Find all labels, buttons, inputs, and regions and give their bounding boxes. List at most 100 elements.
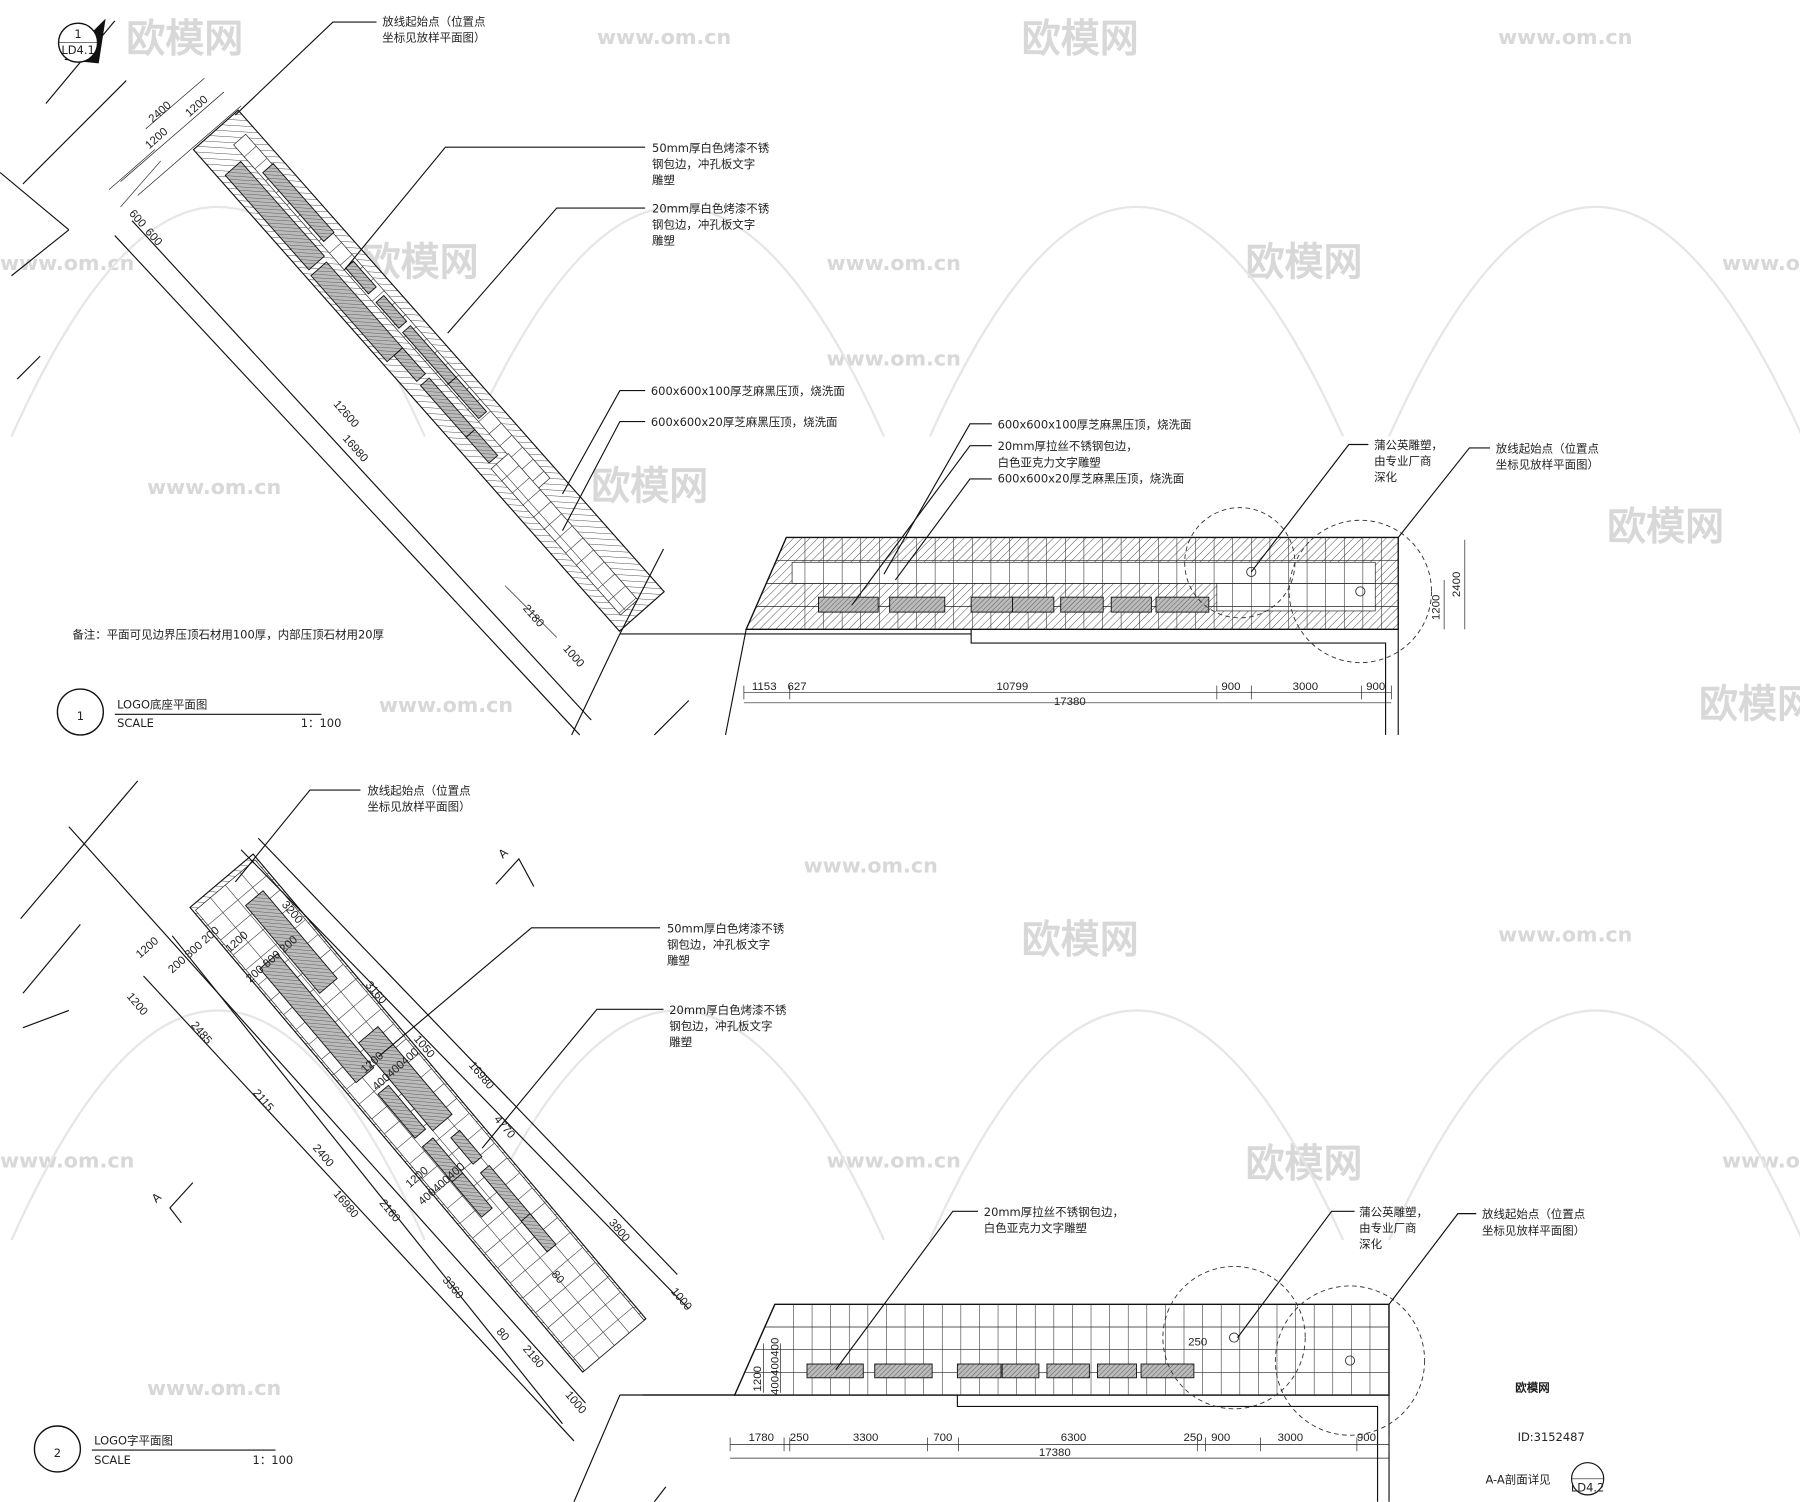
dimension-label: 1200: [124, 991, 150, 1018]
leader-line: [561, 420, 646, 531]
outline: [22, 923, 81, 994]
plan2-title: LOGO字平面图: [94, 1433, 173, 1447]
logo-letter-block: [1140, 1363, 1195, 1379]
logo-letter-block: [1046, 1363, 1090, 1379]
logo-letter-block: [393, 347, 427, 382]
outline: [956, 1395, 1379, 1502]
logo-letter-block: [1012, 596, 1055, 613]
callout-text: 钢包边，冲孔板文字: [667, 937, 770, 951]
dimension-label: 1200: [1431, 595, 1443, 621]
callout-text: 由专业厂商: [1359, 1221, 1416, 1235]
leader-line: [1237, 1210, 1355, 1338]
outline: [171, 935, 563, 1425]
logo-letter-block: [970, 596, 1013, 613]
dimension-label: 1200: [134, 935, 161, 961]
outline: [257, 837, 678, 1275]
leader-line: [1397, 447, 1491, 538]
logo-letter-block: [375, 294, 408, 329]
outline: [68, 826, 586, 1404]
dandelion-center-icon: [1229, 1332, 1240, 1343]
watermark-arc: [928, 1009, 1345, 1241]
leader-line: [234, 21, 377, 116]
dimension-label: 200 800 200: [166, 925, 222, 976]
detail-ref-number: 1: [74, 27, 81, 41]
outline: [0, 171, 70, 231]
watermark-url: www.om.cn: [1498, 923, 1632, 947]
leader-line: [378, 927, 661, 1057]
plan2-scale-label: SCALE: [94, 1453, 131, 1467]
outline: [143, 975, 575, 1442]
outline: [571, 633, 621, 736]
dimension-label: 400400400: [769, 1338, 781, 1395]
callout-text: 600x600x20厚芝麻黑压顶，烧洗面: [651, 415, 838, 429]
callout-text: 雕塑: [669, 1035, 692, 1049]
watermark-brand: 欧模网: [126, 17, 243, 62]
watermark-brand: 欧模网: [1022, 17, 1139, 62]
outline: [619, 548, 665, 635]
callout-text: 蒲公英雕塑，: [1374, 438, 1443, 452]
outline: [573, 1394, 621, 1502]
aa-section-ref-label: A-A剖面详见: [1485, 1472, 1550, 1486]
detail-ref-sheet: LD4.1: [61, 43, 94, 57]
dimension-line: [137, 105, 242, 196]
leader-line: [234, 789, 361, 883]
logo-letter-block: [377, 1084, 427, 1139]
logo-letter-block: [262, 162, 335, 243]
dimension-label: 2400: [147, 99, 174, 125]
logo-letter-block: [1155, 596, 1210, 613]
callout-text: 600x600x100厚芝麻黑压顶，烧洗面: [651, 384, 845, 398]
dimension-label: 4770: [491, 1114, 517, 1141]
callout-text: 20mm厚白色烤漆不锈: [669, 1003, 787, 1017]
dimension-label: 900: [1221, 681, 1240, 693]
callout-text: 钢包边，冲孔板文字: [652, 157, 755, 171]
dimension-label: 16980: [466, 1060, 496, 1092]
dimension-label: 2115: [250, 1087, 275, 1114]
watermark-brand: 欧模网: [1246, 1142, 1363, 1187]
model-id-text: ID:3152487: [1518, 1430, 1585, 1444]
dimension-label: 900: [1366, 681, 1385, 693]
watermark-arc: [469, 1009, 885, 1241]
watermark-brand: 欧模网: [1699, 683, 1800, 728]
dimension-line: [120, 160, 161, 208]
section-cut-marker-bottom: [169, 1182, 194, 1224]
callout-text: 深化: [1359, 1237, 1382, 1251]
dimension-label: 2400: [1451, 572, 1463, 598]
dimension-label: 2485: [188, 1020, 214, 1047]
logo-letter-block: [451, 1172, 493, 1218]
dimension-label: 12600: [331, 398, 361, 430]
callout-text: 钢包边，冲孔板文字: [652, 218, 755, 232]
elevation1-base: [745, 536, 1399, 631]
brand-logo-text: 欧模网: [1515, 1381, 1549, 1395]
outline: [970, 629, 1387, 735]
dimension-label: 6300: [1061, 1432, 1087, 1444]
callout-text: 坐标见放样平面图）: [1496, 458, 1599, 472]
watermark-url: www.om.cn: [827, 251, 961, 275]
callout-text: 放线起始点（位置点: [382, 14, 485, 28]
callout-text: 放线起始点（位置点: [367, 784, 470, 798]
outline: [22, 1009, 70, 1029]
leader-line: [851, 445, 992, 606]
dimension-label: 16980: [331, 1188, 361, 1220]
watermark-url: www.om.cn: [147, 1376, 281, 1400]
callout-text: 蒲公英雕塑，: [1359, 1205, 1428, 1219]
watermark-url: www.om.cn: [804, 854, 938, 878]
plan1-title: LOGO底座平面图: [117, 698, 207, 712]
watermark-url: www.om.cn: [147, 475, 281, 499]
outline: [131, 220, 592, 721]
plan1-number: 1: [77, 709, 84, 723]
outline: [724, 629, 747, 736]
plan2-number: 2: [54, 1446, 61, 1460]
callout-text: 雕塑: [652, 234, 675, 248]
outline: [11, 229, 70, 277]
section-cut-label: A: [496, 845, 511, 861]
callout-text: 600x600x100厚芝麻黑压顶，烧洗面: [998, 417, 1192, 431]
watermark-arc: [928, 205, 1345, 437]
logo-letter-block: [224, 160, 326, 271]
logo-letter-block: [1096, 1363, 1137, 1379]
section-cut-marker-top: [495, 857, 535, 887]
callout-text: 坐标见放样平面图）: [1482, 1223, 1585, 1237]
tile-area: [490, 453, 639, 616]
plan1-scale-value: 1：100: [301, 716, 342, 730]
logo-letter-block: [889, 596, 946, 613]
